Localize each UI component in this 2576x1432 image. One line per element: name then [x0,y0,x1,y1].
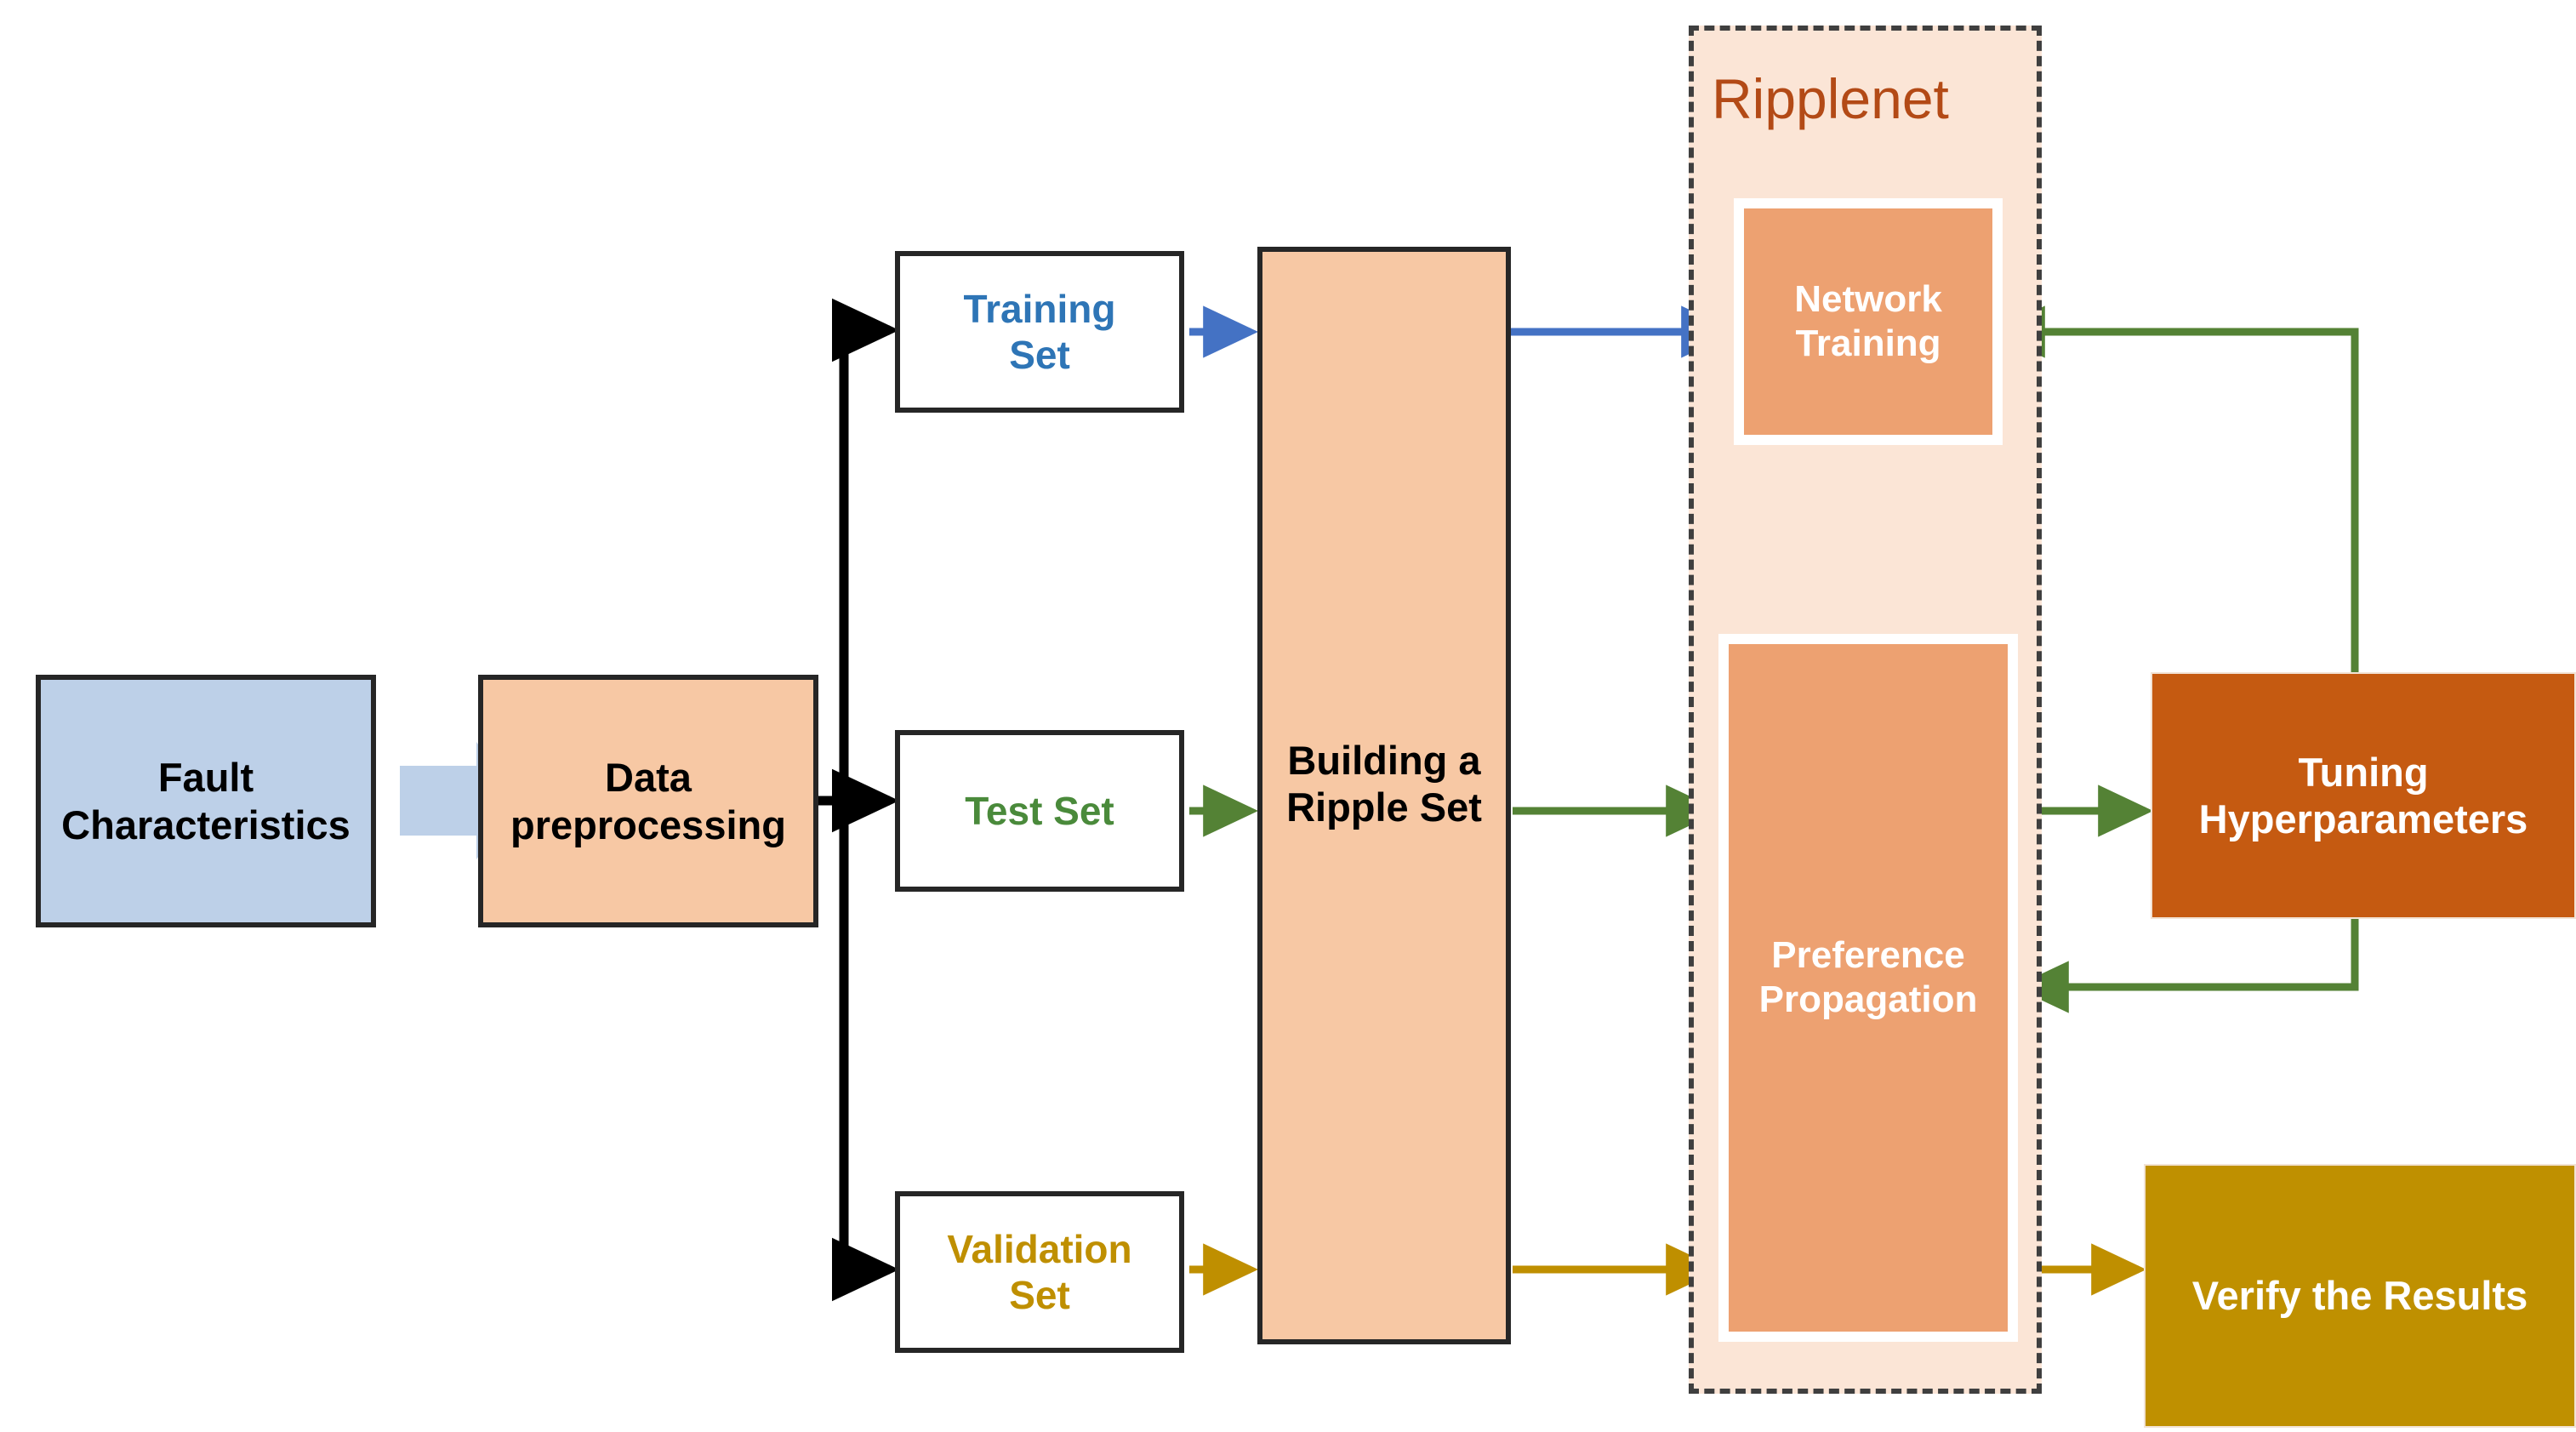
node-label-verify-results: Verify the Results [2191,1273,2528,1319]
node-building-a-ripple-set[interactable]: Building a Ripple Set [1257,247,1511,1344]
edge-tuning-to-preference-feedback [2013,919,2359,1013]
edge-tuning-to-network-training-feedback [1989,305,2359,672]
node-label-tuning-hyperparameters: Tuning Hyperparameters [2198,749,2528,842]
node-label-network-training: Network Training [1794,278,1942,364]
node-label-test-set: Test Set [965,788,1114,833]
node-verify-results[interactable]: Verify the Results [2144,1164,2576,1428]
node-label-training-set: Training Set [963,286,1116,377]
node-training-set[interactable]: Training Set [895,251,1184,413]
node-preference-propagation[interactable]: Preference Propagation [1718,634,2018,1342]
node-data-preprocessing[interactable]: Data preprocessing [478,675,818,927]
node-label-building-a-ripple-set: Building a Ripple Set [1286,738,1482,830]
node-test-set[interactable]: Test Set [895,730,1184,892]
node-label-fault-characteristics: Fault Characteristics [61,755,350,847]
node-tuning-hyperparameters[interactable]: Tuning Hyperparameters [2151,672,2576,919]
edge-preprocessing-split [818,298,900,1302]
node-label-preference-propagation: Preference Propagation [1758,934,1978,1020]
ripplenet-group-label: Ripplenet [1712,67,1949,130]
node-label-data-preprocessing: Data preprocessing [510,755,786,847]
node-label-validation-set: Validation Set [947,1226,1132,1317]
node-network-training[interactable]: Network Training [1734,198,2003,445]
node-validation-set[interactable]: Validation Set [895,1191,1184,1353]
node-fault-characteristics[interactable]: Fault Characteristics [36,675,376,927]
